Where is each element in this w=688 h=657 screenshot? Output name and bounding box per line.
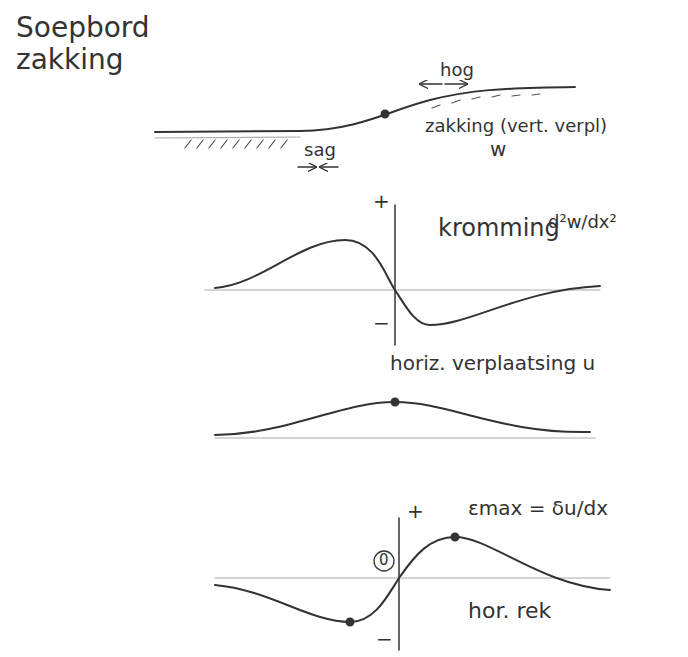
point-marker (452, 534, 459, 541)
plot-label: kromming (438, 215, 560, 243)
sign-label: + (407, 500, 424, 523)
sign-label: + (373, 190, 390, 213)
hog-arrow (445, 83, 467, 85)
sign-label: − (376, 628, 393, 651)
point-marker (347, 619, 354, 626)
baseline (205, 289, 600, 290)
point-marker (392, 399, 399, 406)
plot-label: horiz. verplaatsing u (390, 352, 595, 375)
zero-label: 0 (379, 552, 389, 569)
formula-label: εmax = δu/dx (468, 497, 608, 520)
formula-label: d²w/dx² (548, 212, 617, 233)
hog-arrow (420, 83, 442, 85)
axis (398, 518, 400, 650)
original-ground (155, 137, 300, 138)
symbol-label: w (490, 138, 506, 161)
displacement-curve (215, 402, 590, 435)
baseline (215, 437, 595, 438)
axis (394, 205, 396, 345)
curvature-curve (215, 240, 600, 325)
sag-label: sag (304, 140, 336, 161)
sign-label: − (373, 312, 390, 335)
hog-label: hog (440, 60, 474, 81)
baseline (215, 577, 610, 578)
sag-arrow (320, 166, 338, 168)
plot-label: hor. rek (468, 598, 551, 623)
sag-arrow (298, 166, 316, 168)
settlement-label: zakking (vert. verpl) (425, 116, 607, 137)
sketch-title: Soepbord zakking (16, 12, 166, 76)
point-marker (382, 111, 389, 118)
zero-circle (374, 551, 394, 571)
